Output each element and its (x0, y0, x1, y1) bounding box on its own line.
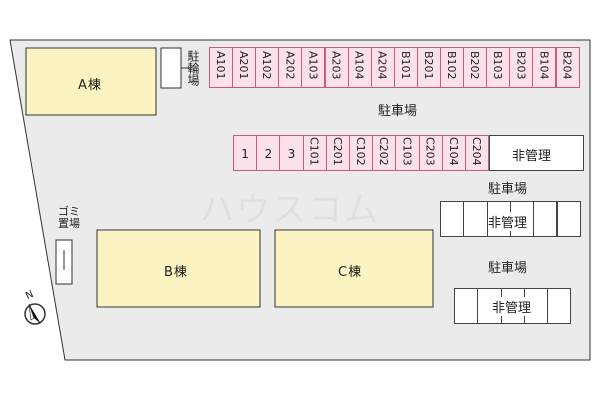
parking-stall-label: A101 (214, 51, 227, 80)
parking-stall-b204: B204 (555, 47, 580, 88)
parking-stall-label: A202 (283, 51, 297, 80)
bike-parking-label: 駐輪場 (186, 50, 200, 86)
parking-stall-1: 1 (233, 135, 258, 171)
unmanaged-stall (556, 201, 581, 237)
unmanaged-label-2: 非管理 (488, 212, 528, 231)
parking-label-2: 駐車場 (488, 182, 528, 197)
parking-stall-label: A102 (260, 51, 274, 80)
unmanaged-stall (533, 201, 558, 237)
unmanaged-label-1: 非管理 (512, 145, 552, 164)
unmanaged-stall (440, 201, 465, 237)
unmanaged-stall (463, 201, 488, 237)
parking-stall-c103: C103 (395, 135, 420, 171)
parking-stall-label: B104 (537, 51, 551, 80)
parking-stall-b102: B102 (440, 47, 465, 88)
parking-stall-c104: C104 (441, 135, 466, 171)
building-c (274, 229, 434, 308)
parking-stall-label: B101 (398, 51, 412, 80)
parking-stall-label: B201 (421, 51, 435, 80)
parking-stall-label: B102 (445, 51, 458, 80)
parking-stall-c204: C204 (465, 135, 490, 171)
parking-stall-3: 3 (279, 135, 304, 171)
building-b-label: B棟 (164, 265, 188, 280)
parking-stall-a203: A203 (324, 47, 349, 88)
building-a (25, 47, 157, 116)
parking-stall-label: C104 (446, 137, 460, 166)
parking-stall-a103: A103 (301, 47, 326, 88)
unmanaged-stall (547, 288, 572, 324)
parking-stall-label: C102 (354, 137, 367, 166)
parking-stall-c202: C202 (372, 135, 397, 171)
parking-stall-label: B103 (491, 51, 505, 80)
parking-stall-label: C101 (307, 137, 321, 166)
unmanaged-label-3: 非管理 (492, 297, 532, 316)
parking-stall-label: C201 (330, 137, 344, 166)
parking-label-3: 駐車場 (488, 261, 528, 276)
parking-stall-c102: C102 (349, 135, 374, 171)
parking-stall-a102: A102 (255, 47, 280, 88)
parking-stall-label: B203 (514, 51, 528, 80)
parking-stall-label: B202 (468, 51, 482, 80)
parking-stall-b202: B202 (463, 47, 488, 88)
parking-stall-label: 2 (264, 147, 273, 161)
garbage-label-line1: ゴミ置場 (58, 206, 82, 230)
parking-stall-a201: A201 (232, 47, 257, 88)
parking-stall-a202: A202 (278, 47, 303, 88)
unmanaged-stall (454, 288, 479, 324)
parking-stall-label: A104 (352, 51, 366, 80)
parking-stall-label: C202 (377, 137, 391, 166)
parking-stall-label: 3 (287, 147, 296, 161)
watermark: ハウスコム (200, 190, 380, 230)
parking-stall-label: C203 (423, 137, 437, 166)
parking-stall-b101: B101 (393, 47, 418, 88)
north-arrow-icon (24, 303, 46, 325)
parking-stall-b201: B201 (416, 47, 441, 88)
parking-stall-b103: B103 (486, 47, 511, 88)
garbage-label: ゴミ置場 (58, 205, 80, 230)
parking-stall-a104: A104 (347, 47, 372, 88)
parking-stall-b104: B104 (532, 47, 557, 88)
parking-stall-a101: A101 (209, 47, 234, 88)
parking-stall-a204: A204 (370, 47, 395, 88)
building-c-label: C棟 (338, 265, 363, 280)
parking-stall-label: C204 (470, 137, 483, 166)
parking-stall-c203: C203 (418, 135, 443, 171)
bike-parking-box (160, 47, 182, 89)
parking-stall-2: 2 (256, 135, 281, 171)
parking-stall-c101: C101 (302, 135, 327, 171)
parking-stall-label: B204 (560, 51, 574, 80)
building-b (96, 229, 261, 308)
parking-stall-label: A204 (375, 51, 389, 80)
parking-stall-label: A201 (237, 51, 251, 80)
parking-stall-label: C103 (400, 137, 414, 166)
building-a-label: A棟 (78, 78, 102, 93)
parking-stall-c201: C201 (325, 135, 350, 171)
parking-stall-b203: B203 (509, 47, 534, 88)
parking-stall-label: 1 (241, 147, 249, 161)
parking-label-1: 駐車場 (378, 104, 418, 119)
parking-stall-label: A203 (329, 51, 343, 80)
parking-stall-label: A103 (306, 51, 320, 80)
